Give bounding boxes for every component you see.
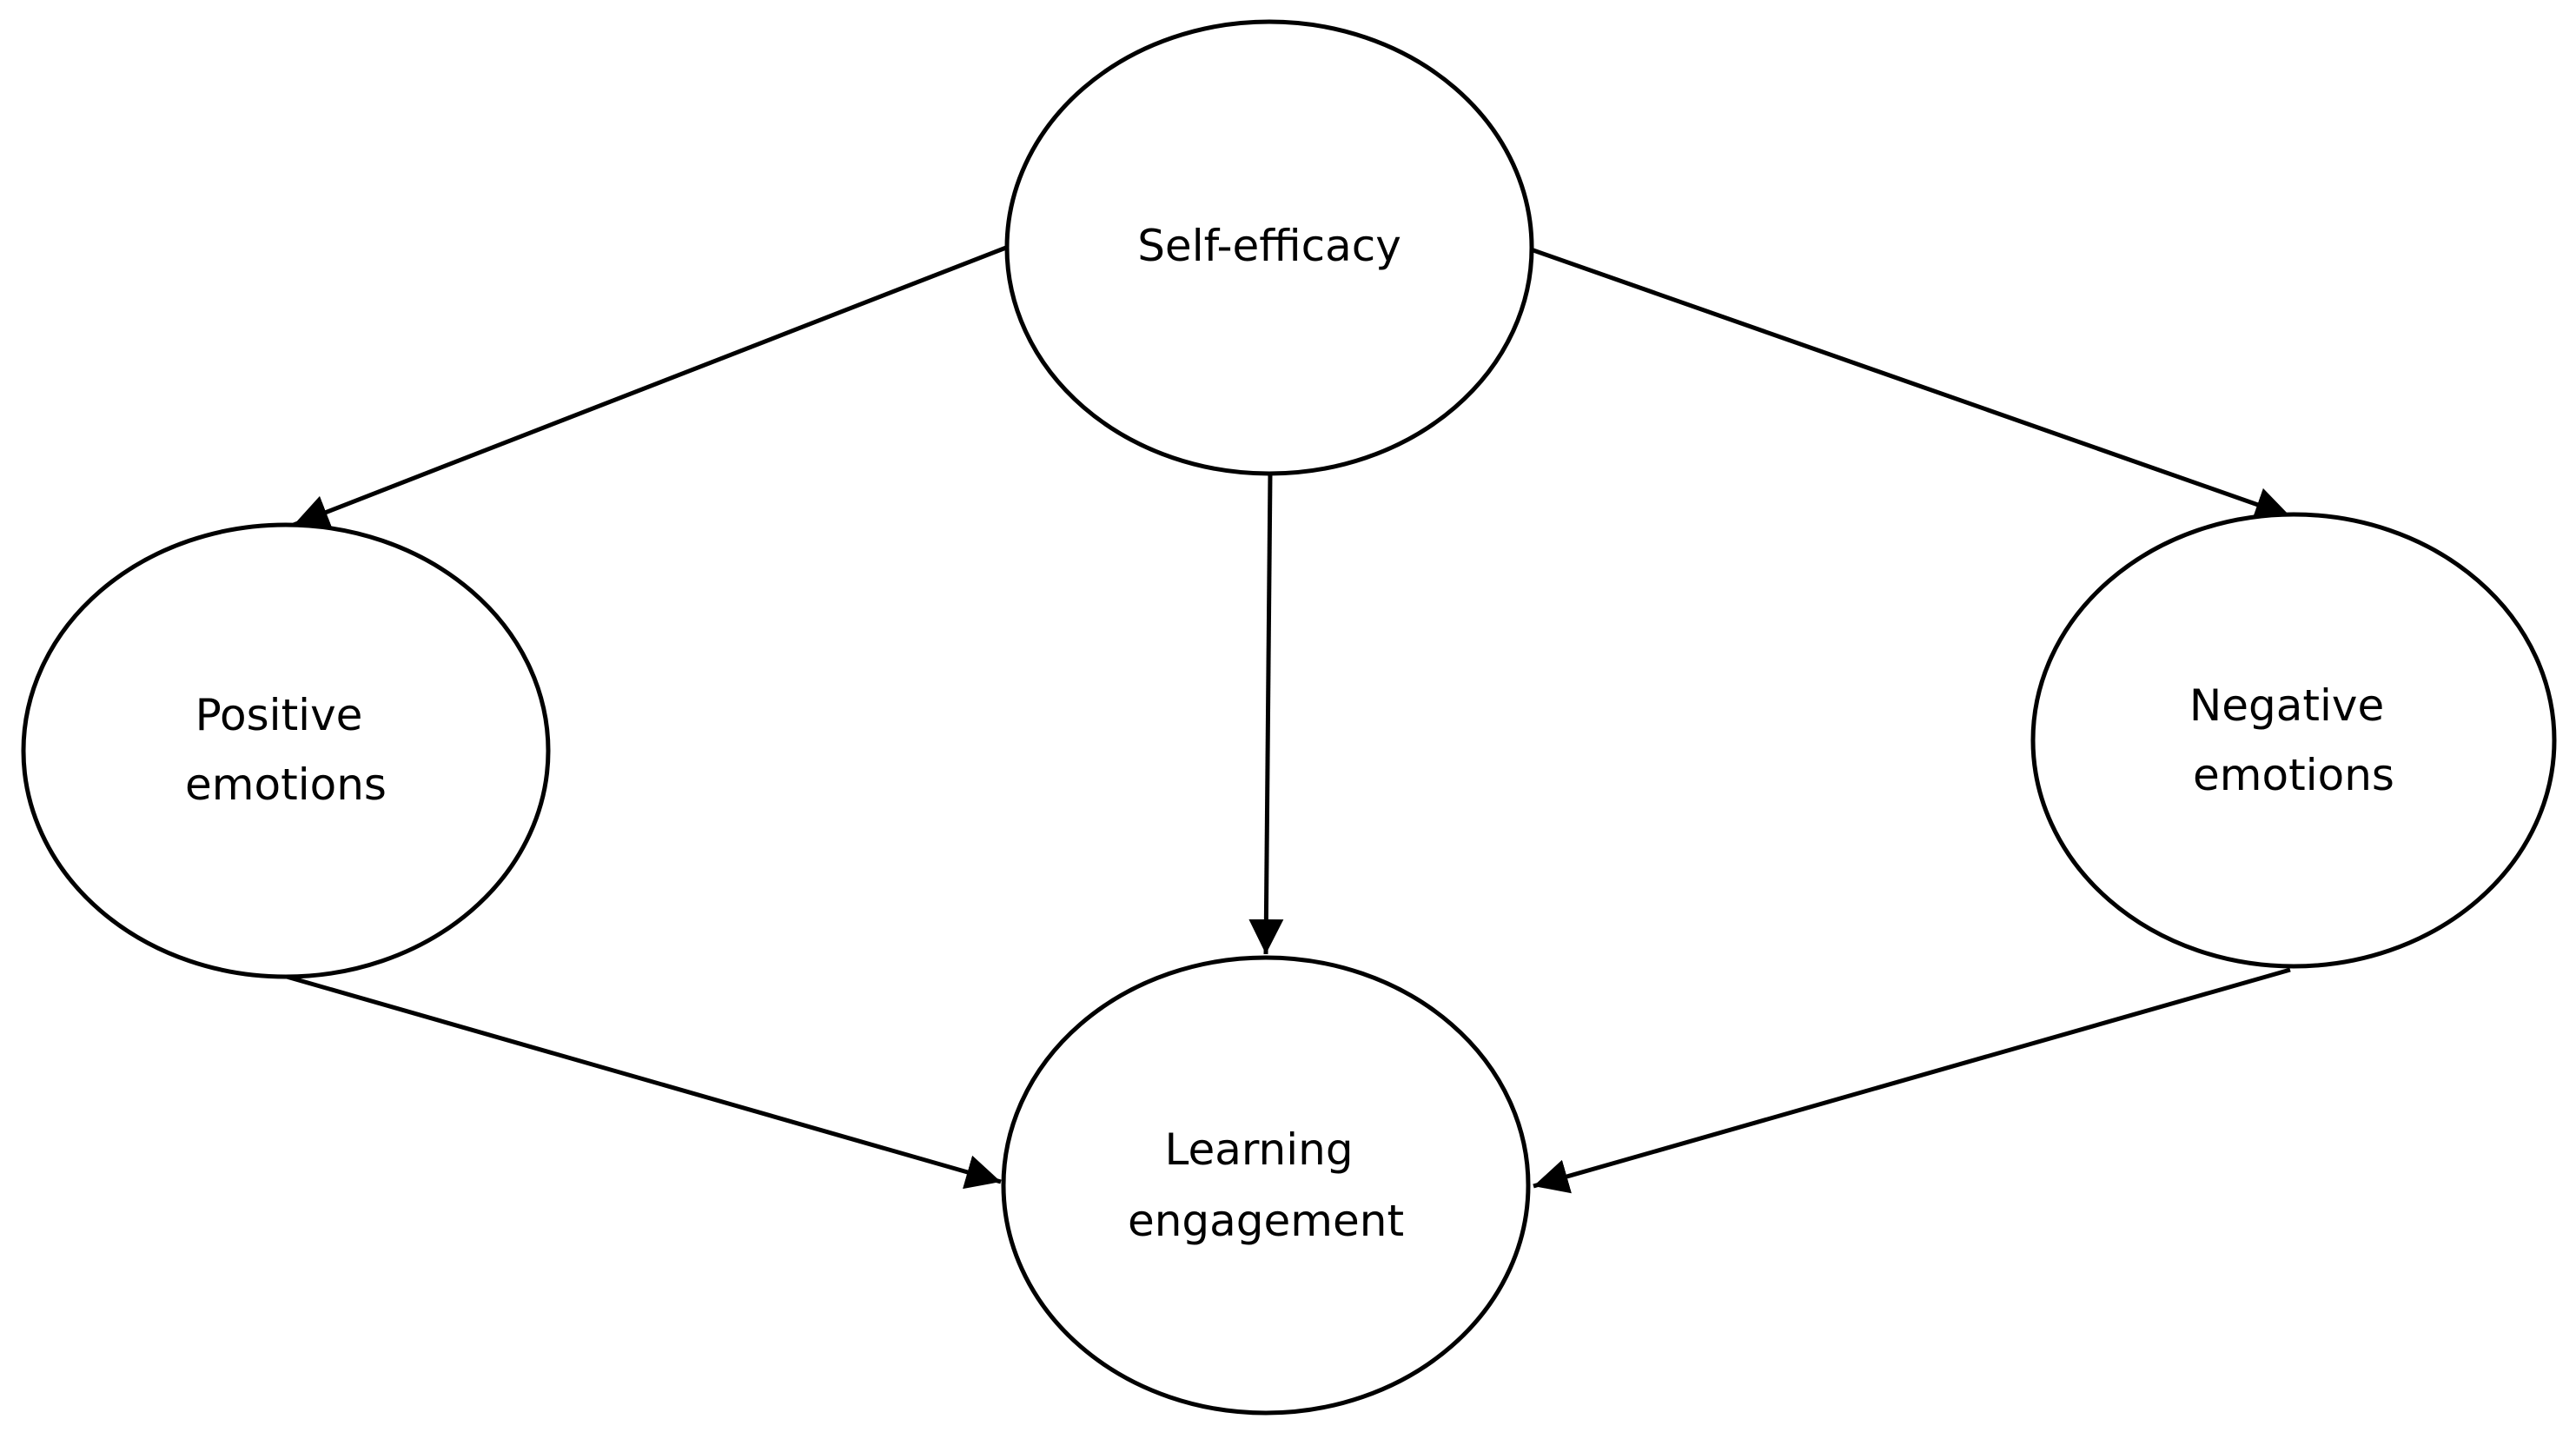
node-positive-emotions-label: Positive emotions <box>185 690 387 810</box>
node-learning-engagement-label: Learning engagement <box>1128 1124 1404 1246</box>
edges <box>286 245 2291 1194</box>
node-learning-engagement-label-line-1: Learning <box>1165 1124 1354 1175</box>
node-self-efficacy-label: Self-efficacy <box>1137 221 1401 271</box>
node-negative-emotions: Negative emotions <box>2030 512 2557 969</box>
edge-negative-emotions-to-learning-engagement <box>1533 967 2291 1194</box>
node-self-efficacy-ellipse <box>1004 19 1534 476</box>
edge-self-efficacy-to-positive-emotions <box>293 245 1007 529</box>
node-negative-emotions-label-line-1: Negative <box>2189 680 2384 731</box>
node-negative-emotions-label: Negative emotions <box>2189 680 2398 800</box>
edge-self-efficacy-to-negative-emotions <box>1530 247 2291 521</box>
node-learning-engagement-ellipse <box>1001 955 1531 1416</box>
node-learning-engagement-label-line-2: engagement <box>1128 1196 1404 1246</box>
node-negative-emotions-ellipse <box>2030 512 2557 969</box>
node-self-efficacy-label-line-1: Self-efficacy <box>1137 221 1401 271</box>
node-negative-emotions-label-line-2: emotions <box>2193 750 2394 800</box>
node-positive-emotions-label-line-1: Positive <box>195 690 363 740</box>
node-positive-emotions: Positive emotions <box>21 522 551 979</box>
node-self-efficacy: Self-efficacy <box>1004 19 1534 476</box>
node-positive-emotions-ellipse <box>21 522 551 979</box>
edge-self-efficacy-to-learning-engagement <box>1248 473 1284 955</box>
node-learning-engagement: Learning engagement <box>1001 955 1531 1416</box>
edge-positive-emotions-to-learning-engagement <box>286 974 1002 1190</box>
node-positive-emotions-label-line-2: emotions <box>185 759 387 810</box>
